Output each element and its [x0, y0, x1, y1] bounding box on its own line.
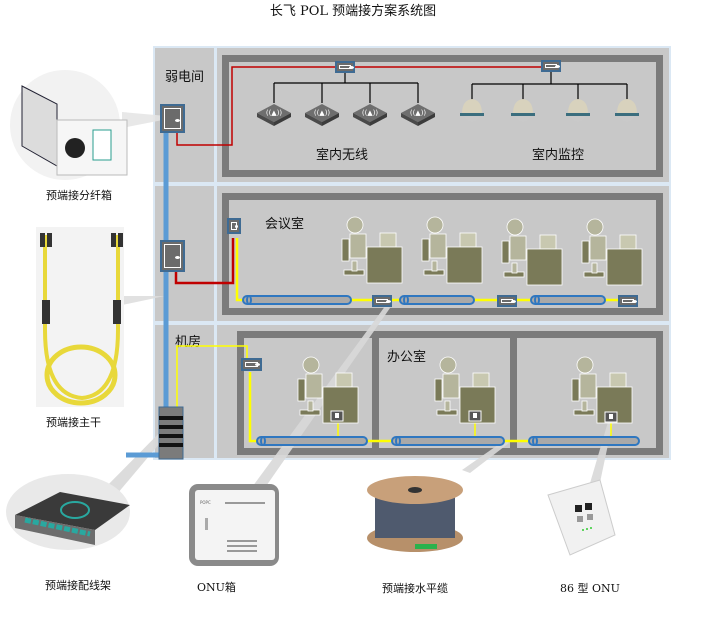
distribution-box-middle [160, 240, 185, 272]
onu-socket-icon [604, 411, 618, 423]
wireless-ap-icon: ((▲)) [257, 104, 291, 126]
svg-text:((▲)): ((▲)) [314, 109, 331, 117]
shaft-label-weak-current: 弱电间 [165, 70, 205, 85]
dome-camera-icon [566, 99, 590, 122]
workstation-icon [581, 218, 643, 286]
red-link-middle [174, 238, 235, 285]
onu-socket-icon [330, 410, 344, 422]
yellow-link-office [176, 345, 248, 411]
caption-onu-box: ONU箱 [197, 581, 236, 594]
callout-beam-cable [462, 440, 509, 473]
onu-box-illustration: POPC [189, 484, 279, 566]
workstation-icon [421, 216, 483, 284]
onu-socket-icon [468, 410, 482, 422]
workstation-icon [341, 216, 403, 284]
workstation-icon [297, 356, 359, 424]
caption-patch-panel: 预端接配线架 [45, 579, 111, 592]
caption-horizontal-cable: 预端接水平缆 [382, 582, 448, 595]
onu-box-meeting-3 [618, 295, 638, 307]
svg-text:((▲)): ((▲)) [266, 109, 283, 117]
workstation-icon [501, 218, 563, 286]
horizontal-cable-pipe [256, 436, 368, 446]
onu-box-meeting-entry [227, 218, 241, 234]
yellow-link-meeting [235, 238, 246, 302]
svg-text:((▲)): ((▲)) [362, 109, 379, 117]
zone-label-wireless: 室内无线 [316, 148, 369, 163]
trunk-cable-illustration [36, 227, 124, 407]
wireless-ap-icon: ((▲)) [353, 104, 387, 126]
room-label-office: 办公室 [387, 350, 427, 365]
onu-box-meeting-2 [497, 295, 517, 307]
caption-distribution-box: 预端接分纤箱 [46, 189, 112, 202]
workstation-icon [571, 356, 633, 424]
distribution-box-illustration [10, 70, 128, 180]
svg-text:POPC: POPC [200, 500, 211, 505]
patch-panel-illustration [6, 474, 130, 550]
distribution-box-top [160, 104, 185, 133]
onu-box-office-entry [241, 358, 262, 371]
horizontal-cable-pipe [528, 436, 640, 446]
switch-box-surveillance [541, 60, 561, 72]
callout-beam-patch [98, 420, 176, 500]
callout-beam-trunk [122, 296, 165, 305]
horizontal-cable-pipe [530, 295, 606, 305]
room-label-meeting: 会议室 [265, 217, 305, 232]
wireless-ap-icon: ((▲)) [305, 104, 339, 126]
dome-camera-icon [511, 99, 535, 122]
diagram-title: 长飞 POL 预端接方案系统图 [269, 4, 437, 19]
horizontal-cable-pipe [399, 295, 475, 305]
switch-box-wireless [335, 61, 355, 73]
red-link-top [176, 66, 551, 146]
dome-camera-icon [460, 99, 484, 122]
dome-camera-icon [615, 99, 639, 122]
zone-label-surveillance: 室内监控 [532, 148, 585, 163]
horizontal-cable-pipe [242, 295, 352, 305]
callout-beam-onu-box [250, 305, 390, 492]
caption-onu-86: 86 型 ONU [560, 582, 620, 595]
horizontal-cable-reel-illustration [367, 476, 463, 552]
onu-86-illustration [547, 479, 616, 556]
wireless-ap-icon: ((▲)) [401, 104, 435, 126]
callout-beam-onu86 [588, 415, 614, 492]
svg-text:((▲)): ((▲)) [410, 109, 427, 117]
horizontal-cable-pipe [391, 436, 505, 446]
patch-panel-rack-icon [158, 406, 184, 460]
onu-box-meeting-1 [372, 295, 392, 307]
caption-trunk-cable: 预端接主干 [46, 416, 101, 429]
workstation-icon [434, 356, 496, 424]
